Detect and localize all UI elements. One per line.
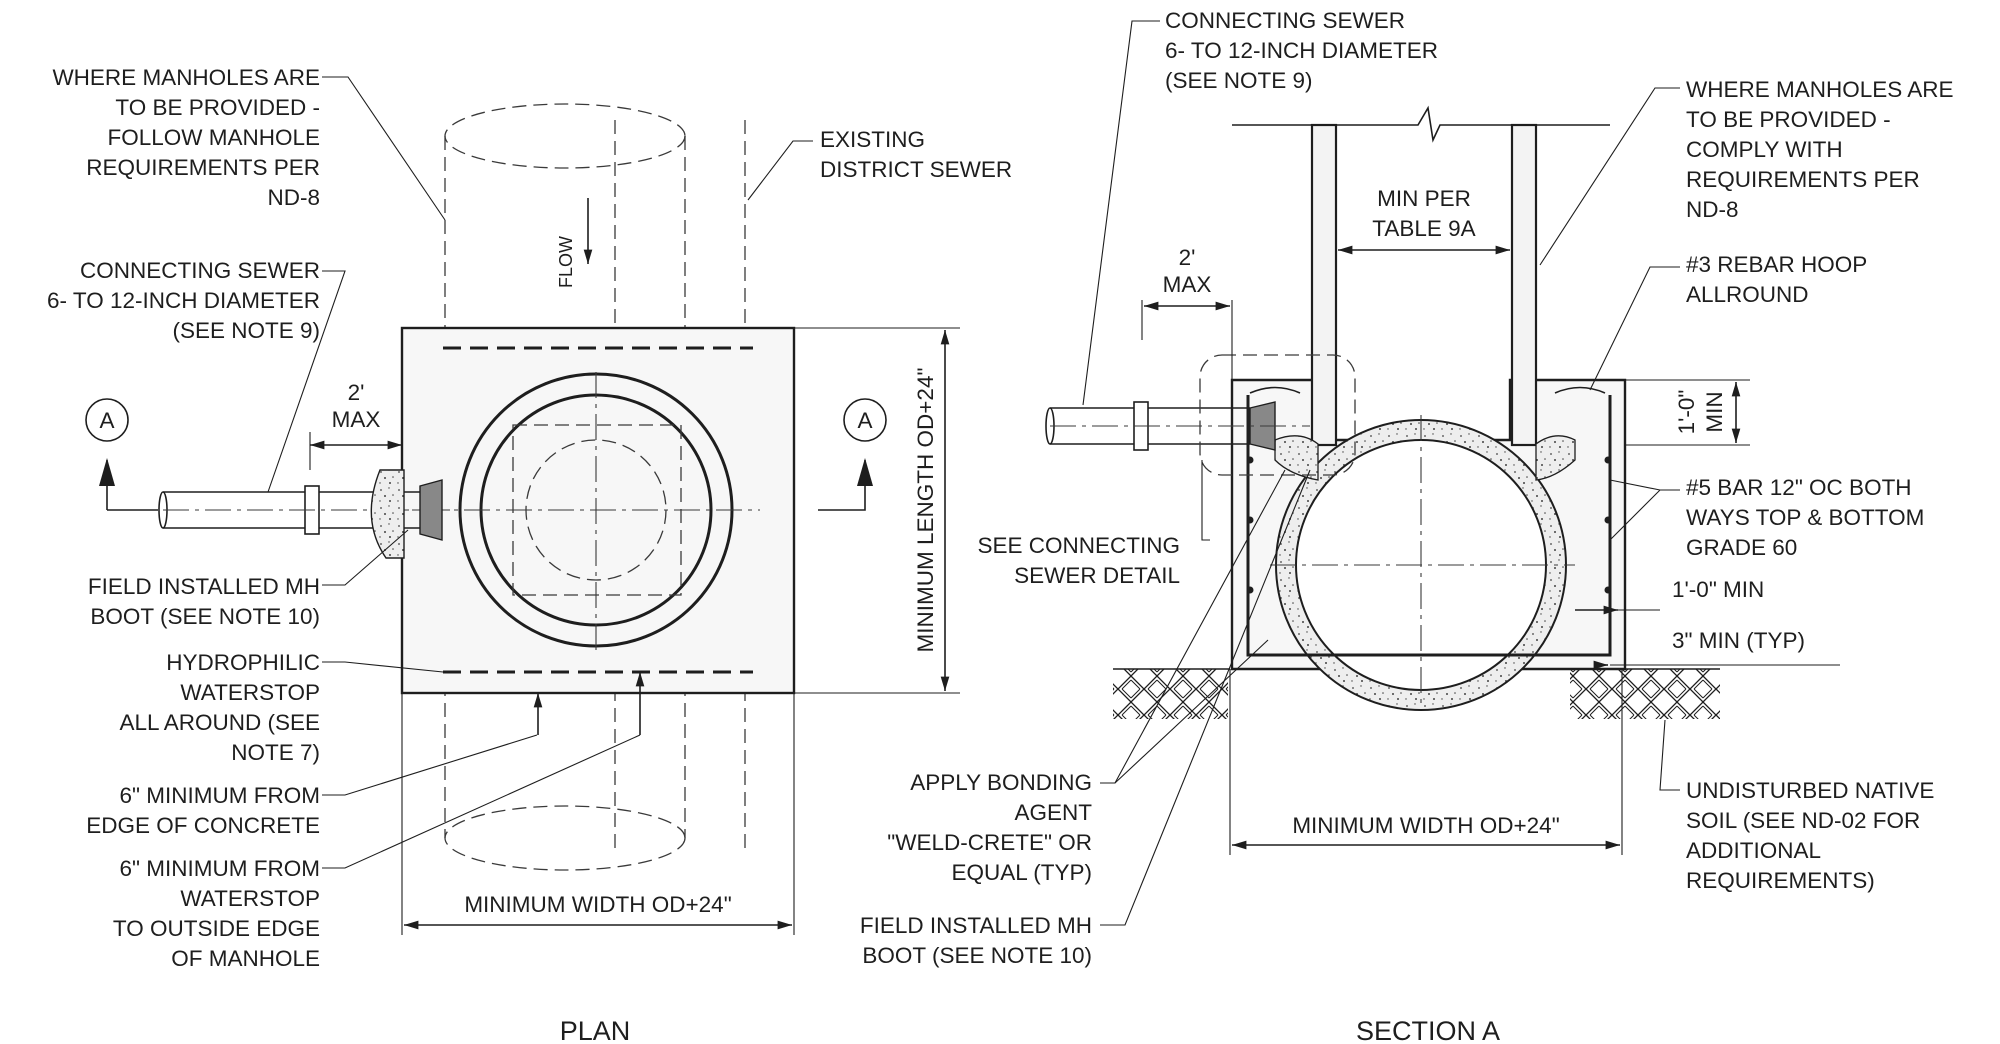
section-bar5-line3: GRADE 60 <box>1686 535 1797 560</box>
section-hoop-line2: ALLROUND <box>1686 282 1809 307</box>
section-manholes-line5: ND-8 <box>1686 197 1739 222</box>
section-manholes-line1: WHERE MANHOLES ARE <box>1686 77 1954 102</box>
section-bonding-line2: AGENT <box>1014 800 1092 825</box>
section-one-ft-right-label: 1'-0" MIN <box>1672 577 1764 602</box>
plan-connecting-line2: 6- TO 12-INCH DIAMETER <box>47 288 320 313</box>
soil-hatch-right <box>1570 669 1720 719</box>
section-boot-line1: FIELD INSTALLED MH <box>860 913 1092 938</box>
plan-min-length-label: MINIMUM LENGTH OD+24" <box>913 368 938 653</box>
plan-view: A A FLOW 2' MAX MINIMUM LENGTH OD+24" MI… <box>47 65 1012 1044</box>
plan-callout-waterstop: HYDROPHILIC WATERSTOP ALL AROUND (SEE NO… <box>120 650 320 765</box>
plan-waterstop-line1: HYDROPHILIC <box>166 650 320 675</box>
section-mark-left-letter: A <box>99 408 114 433</box>
plan-callout-manholes: WHERE MANHOLES ARE TO BE PROVIDED - FOLL… <box>52 65 320 210</box>
plan-manholes-line4: REQUIREMENTS PER <box>86 155 320 180</box>
riser-wall-right <box>1510 123 1538 447</box>
plan-callout-mh-boot: FIELD INSTALLED MH BOOT (SEE NOTE 10) <box>88 574 320 629</box>
section-min-per-line2: TABLE 9A <box>1372 216 1475 241</box>
section-soil-line3: ADDITIONAL <box>1686 838 1821 863</box>
plan-edge-line2: EDGE OF CONCRETE <box>86 813 320 838</box>
section-one-ft-line1: 1'-0" <box>1674 390 1699 435</box>
plan-manholes-line2: TO BE PROVIDED - <box>115 95 320 120</box>
section-min-width-label: MINIMUM WIDTH OD+24" <box>1292 813 1559 838</box>
flow-label: FLOW <box>556 236 576 288</box>
section-title: SECTION A <box>1356 1016 1500 1044</box>
plan-waterstop-line3: ALL AROUND (SEE <box>120 710 320 735</box>
plan-callout-edge-concrete: 6" MINIMUM FROM EDGE OF CONCRETE <box>86 783 320 838</box>
plan-wsedge-line4: OF MANHOLE <box>171 946 320 971</box>
plan-waterstop-line4: NOTE 7) <box>231 740 320 765</box>
plan-wsedge-line1: 6" MINIMUM FROM <box>120 856 320 881</box>
plan-existing-line1: EXISTING <box>820 127 925 152</box>
plan-title: PLAN <box>560 1016 631 1044</box>
plan-manholes-line1: WHERE MANHOLES ARE <box>52 65 320 90</box>
section-bonding-line4: EQUAL (TYP) <box>952 860 1092 885</box>
section-connecting-line3: (SEE NOTE 9) <box>1165 68 1313 93</box>
section-mark-right-letter: A <box>857 408 872 433</box>
section-callout-bar5: #5 BAR 12" OC BOTH WAYS TOP & BOTTOM GRA… <box>1686 475 1924 560</box>
section-bar5-line1: #5 BAR 12" OC BOTH <box>1686 475 1912 500</box>
soil-hatch-left <box>1113 669 1228 719</box>
plan-max-dim-line1: 2' <box>348 380 365 405</box>
section-soil-line1: UNDISTURBED NATIVE <box>1686 778 1934 803</box>
section-callout-manholes: WHERE MANHOLES ARE TO BE PROVIDED - COMP… <box>1686 77 1954 222</box>
plan-connecting-pipe <box>158 469 450 559</box>
section-callout-see-connecting: SEE CONNECTING SEWER DETAIL <box>977 533 1180 588</box>
section-connecting-pipe <box>1045 354 1356 476</box>
plan-callout-existing-sewer: EXISTING DISTRICT SEWER <box>820 127 1012 182</box>
plan-connecting-line1: CONNECTING SEWER <box>80 258 320 283</box>
plan-manholes-line3: FOLLOW MANHOLE <box>107 125 320 150</box>
section-see-line2: SEWER DETAIL <box>1014 563 1180 588</box>
plan-existing-line2: DISTRICT SEWER <box>820 157 1012 182</box>
plan-callout-connecting-sewer: CONNECTING SEWER 6- TO 12-INCH DIAMETER … <box>47 258 320 343</box>
section-mark-left: A <box>85 398 158 511</box>
plan-waterstop-line2: WATERSTOP <box>180 680 320 705</box>
section-callout-mh-boot: FIELD INSTALLED MH BOOT (SEE NOTE 10) <box>860 913 1092 968</box>
plan-wsedge-line3: TO OUTSIDE EDGE <box>113 916 320 941</box>
riser-wall-left <box>1310 123 1338 447</box>
plan-callout-waterstop-edge: 6" MINIMUM FROM WATERSTOP TO OUTSIDE EDG… <box>113 856 320 971</box>
plan-max-dim-line2: MAX <box>332 407 381 432</box>
section-manholes-line4: REQUIREMENTS PER <box>1686 167 1920 192</box>
plan-connecting-line3: (SEE NOTE 9) <box>172 318 320 343</box>
section-manholes-line3: COMPLY WITH <box>1686 137 1843 162</box>
section-view: 2' MAX MIN PER TABLE 9A 1'-0" MIN MINIMU… <box>860 8 1954 1044</box>
plan-boot-line2: BOOT (SEE NOTE 10) <box>90 604 320 629</box>
section-connecting-line1: CONNECTING SEWER <box>1165 8 1405 33</box>
section-hoop-line1: #3 REBAR HOOP <box>1686 252 1867 277</box>
plan-boot-line1: FIELD INSTALLED MH <box>88 574 320 599</box>
plan-edge-line1: 6" MINIMUM FROM <box>120 783 320 808</box>
section-one-ft-line2: MIN <box>1702 391 1727 432</box>
section-min-per-line1: MIN PER <box>1377 186 1471 211</box>
section-manholes-line2: TO BE PROVIDED - <box>1686 107 1891 132</box>
section-max-dim-line2: MAX <box>1163 272 1212 297</box>
section-three-in-label: 3" MIN (TYP) <box>1672 628 1805 653</box>
section-bonding-line3: "WELD-CRETE" OR <box>887 830 1092 855</box>
section-callout-connecting-sewer: CONNECTING SEWER 6- TO 12-INCH DIAMETER … <box>1165 8 1438 93</box>
section-soil-line2: SOIL (SEE ND-02 FOR <box>1686 808 1920 833</box>
section-bar5-line2: WAYS TOP & BOTTOM <box>1686 505 1924 530</box>
section-callout-native-soil: UNDISTURBED NATIVE SOIL (SEE ND-02 FOR A… <box>1686 778 1934 893</box>
section-soil-line4: REQUIREMENTS) <box>1686 868 1875 893</box>
plan-wsedge-line2: WATERSTOP <box>180 886 320 911</box>
section-max-dim-line1: 2' <box>1179 245 1196 270</box>
section-connecting-line2: 6- TO 12-INCH DIAMETER <box>1165 38 1438 63</box>
section-see-line1: SEE CONNECTING <box>977 533 1180 558</box>
section-boot-line2: BOOT (SEE NOTE 10) <box>862 943 1092 968</box>
section-bonding-line1: APPLY BONDING <box>910 770 1092 795</box>
section-mark-right: A <box>818 398 887 511</box>
plan-manholes-line5: ND-8 <box>267 185 320 210</box>
section-callout-rebar-hoop: #3 REBAR HOOP ALLROUND <box>1686 252 1867 307</box>
section-callout-bonding-agent: APPLY BONDING AGENT "WELD-CRETE" OR EQUA… <box>887 770 1092 885</box>
plan-min-width-label: MINIMUM WIDTH OD+24" <box>464 892 731 917</box>
